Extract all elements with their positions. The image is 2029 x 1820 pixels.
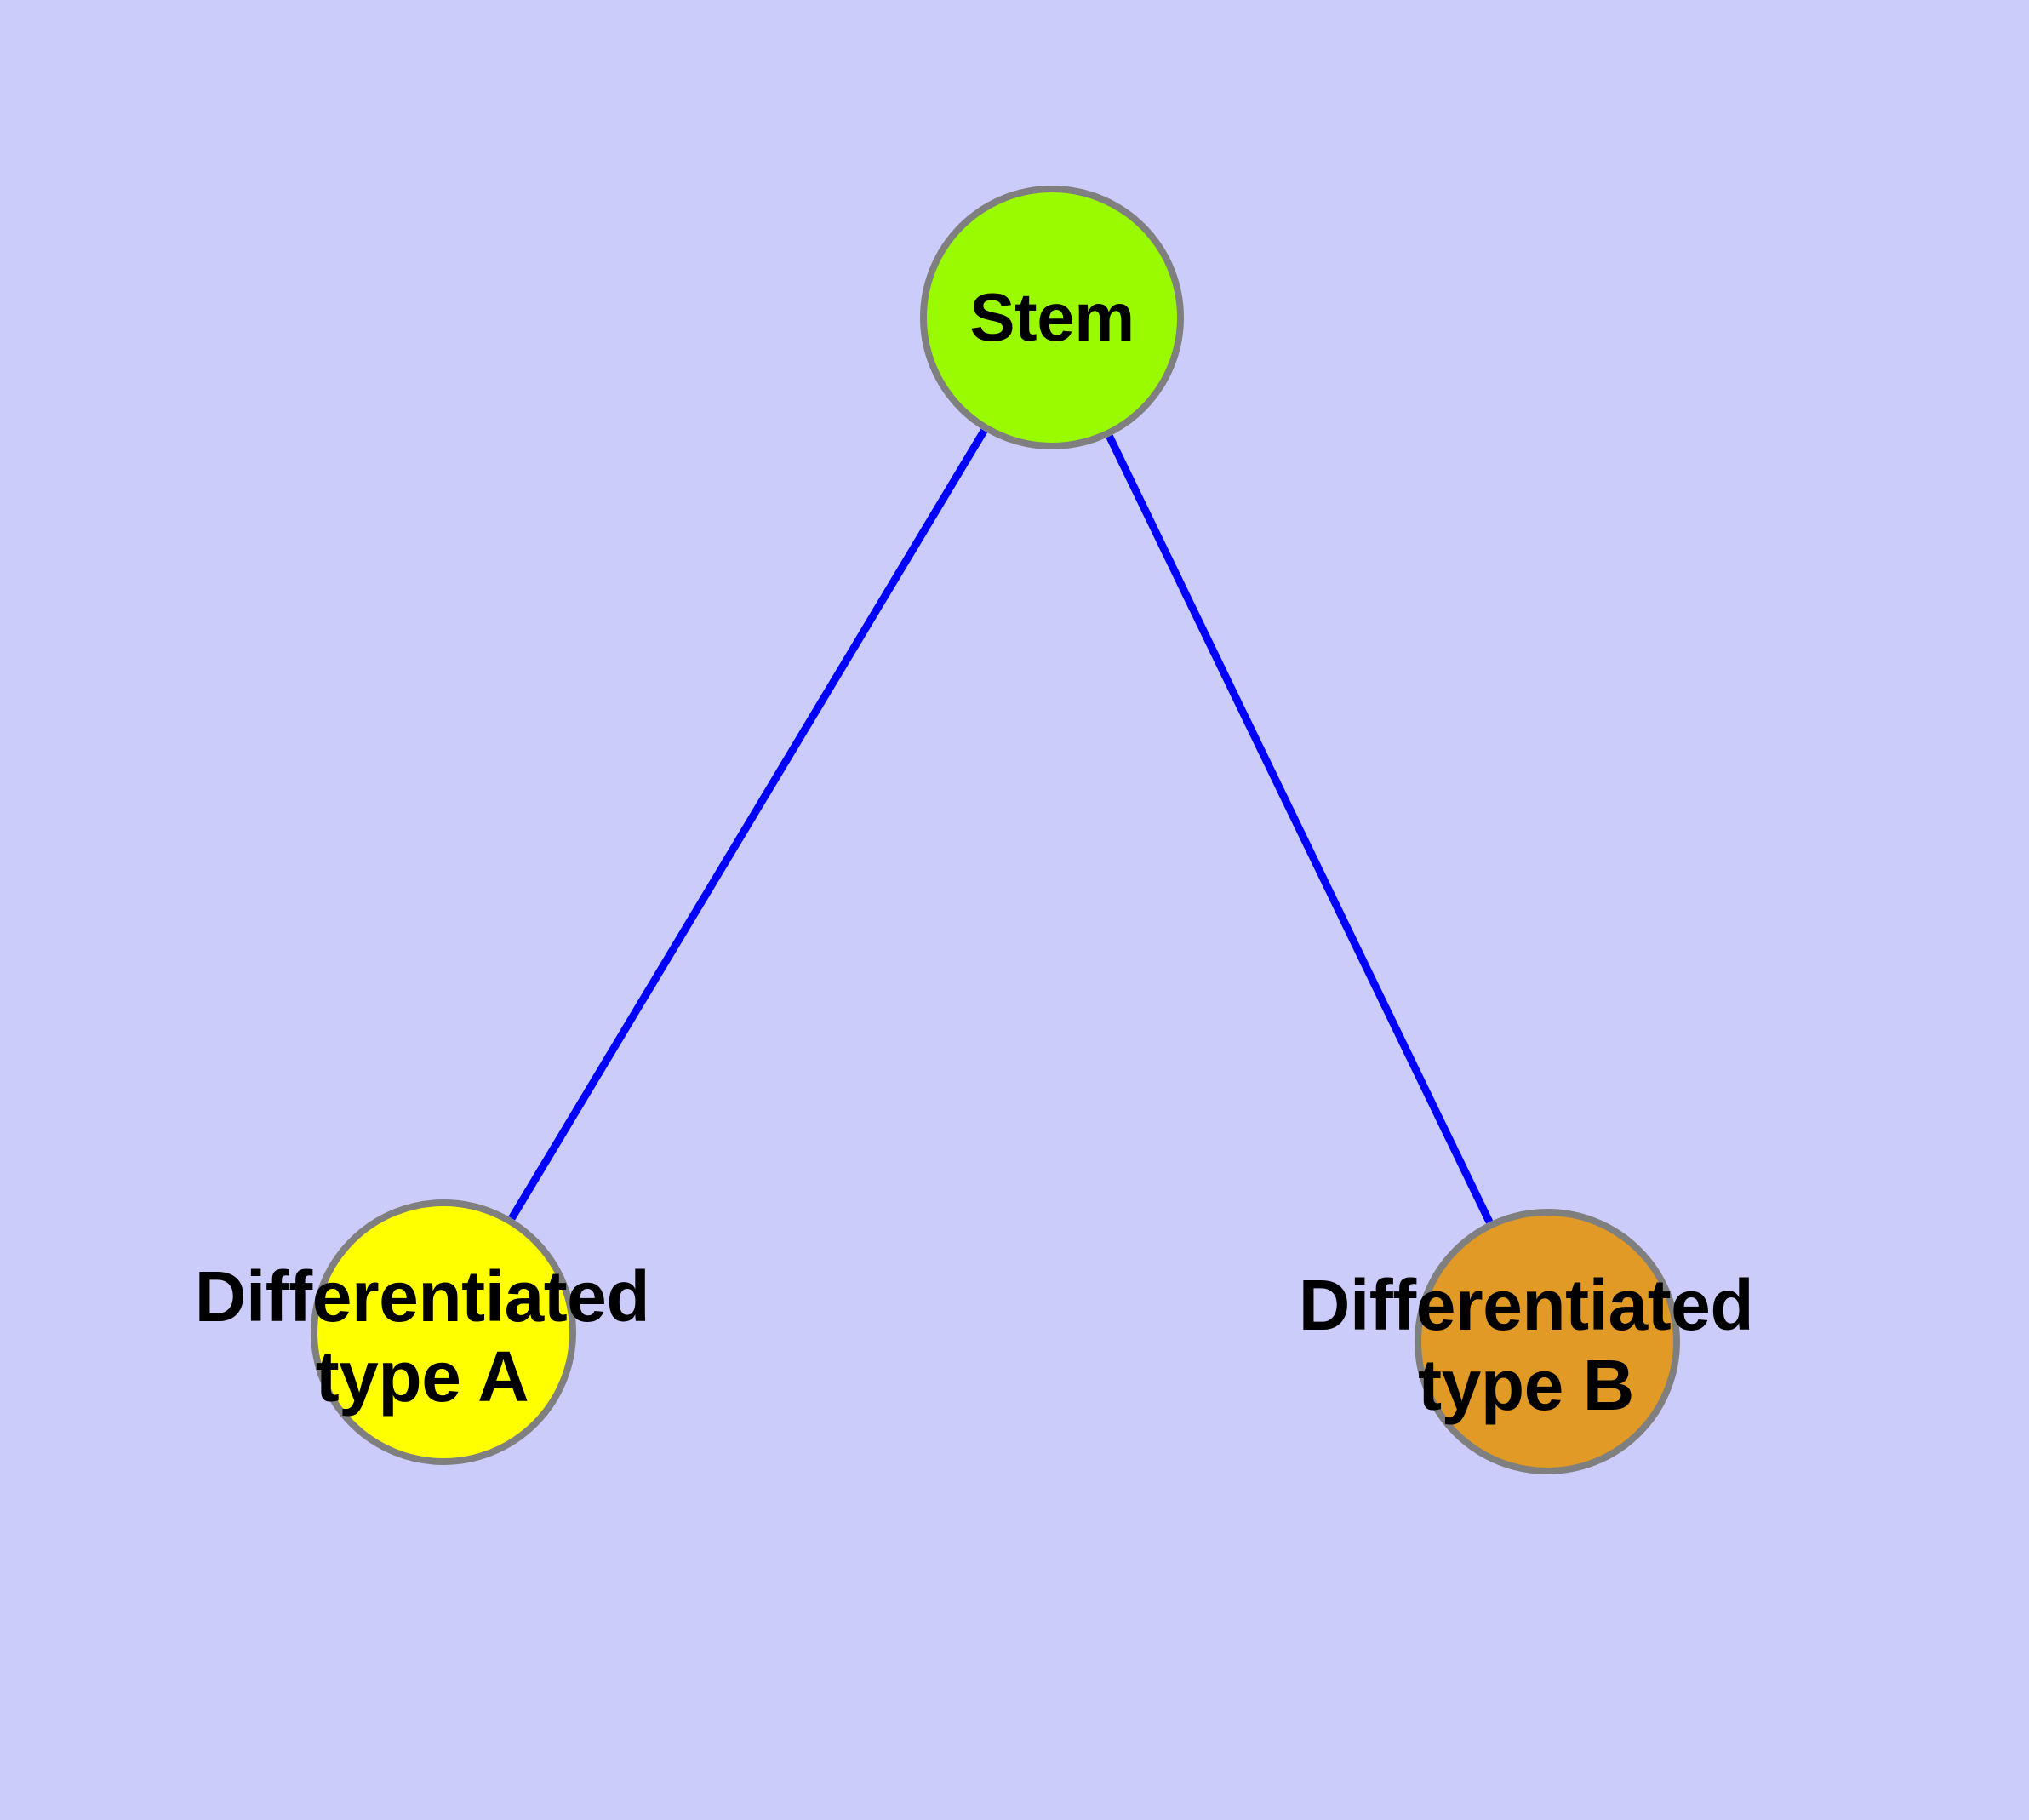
edge-stem-diff-b[interactable]: [1106, 434, 1494, 1224]
edge-layer: [508, 428, 1494, 1224]
node-diff-a[interactable]: [311, 1199, 576, 1465]
node-diff-b[interactable]: [1415, 1209, 1680, 1474]
node-stem[interactable]: [920, 186, 1184, 449]
node-layer: [311, 186, 1680, 1474]
edge-stem-diff-a[interactable]: [508, 428, 988, 1221]
